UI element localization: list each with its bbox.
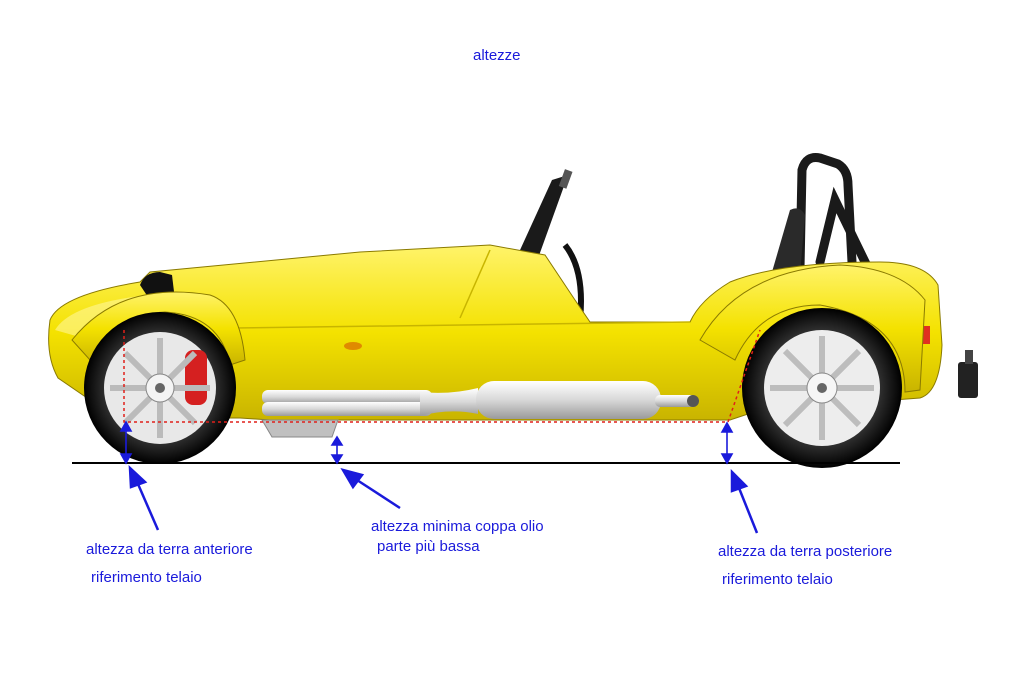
rear-bumper [958, 362, 978, 398]
rear-height-sublabel: riferimento telaio [722, 571, 833, 588]
windscreen-frame [510, 175, 568, 275]
diagram-title: altezze [473, 47, 521, 64]
height-markers [119, 420, 734, 465]
rear-height-label: altezza da terra posteriore [718, 543, 893, 560]
front-height-label: altezza da terra anteriore [86, 541, 253, 558]
leader-arrows [128, 464, 759, 534]
roll-bar [795, 153, 873, 273]
sump-height-label: altezza minima coppa olio [371, 518, 544, 535]
sump-height-sublabel: parte più bassa [377, 538, 480, 555]
oil-sump [261, 419, 339, 438]
exhaust [262, 381, 699, 419]
rear-wing [699, 264, 926, 393]
chassis-reference-line [123, 329, 761, 423]
front-height-sublabel: riferimento telaio [91, 569, 202, 586]
front-wheel [84, 312, 236, 464]
side-indicator [344, 342, 362, 350]
seat [772, 208, 805, 275]
rear-wheel [742, 308, 902, 468]
